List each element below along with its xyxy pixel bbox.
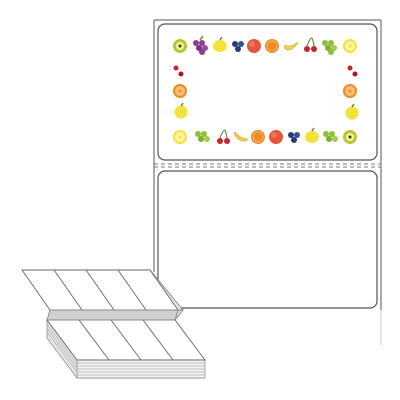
stack-top-face (46, 319, 206, 361)
cherries-icon (173, 65, 184, 77)
top-label (157, 23, 378, 161)
lemon-icon (345, 103, 359, 120)
kiwi-icon (343, 130, 357, 144)
fruit-border-bottom-row (173, 127, 357, 144)
fanfold-stack (21, 269, 206, 380)
lemon-slice-icon (173, 130, 187, 144)
grapes-icon (193, 35, 208, 55)
fruit-border-left-column (173, 65, 188, 119)
lemon-icon (305, 127, 319, 143)
peach-icon (269, 130, 283, 144)
lemon-icon (213, 36, 227, 52)
banana-icon (233, 131, 250, 142)
green-grapes-icon (322, 40, 337, 55)
orange-slice-icon (343, 84, 357, 98)
banana-icon (283, 41, 299, 51)
fruit-border-top-row (173, 35, 357, 55)
green-grapes-icon (323, 131, 338, 142)
kiwi-icon (173, 39, 187, 53)
orange-icon (265, 39, 279, 53)
orange-slice-icon (173, 84, 187, 98)
blueberries-icon (232, 41, 244, 52)
perforation-line (154, 163, 381, 168)
cherries-icon (347, 65, 358, 77)
label-sheet (153, 19, 382, 345)
green-grapes-icon (195, 131, 210, 142)
bottom-label (157, 170, 378, 309)
peach-icon (247, 39, 261, 53)
orange-icon (251, 130, 265, 144)
folded-sheet-top (21, 269, 179, 321)
blueberries-icon (288, 132, 300, 143)
cherries-icon (217, 129, 230, 144)
fruit-border-right-column (343, 65, 359, 120)
lemon-slice-icon (343, 39, 357, 53)
lemon-icon (174, 102, 188, 119)
cherries-icon (304, 37, 317, 52)
stack-edges (46, 318, 206, 380)
